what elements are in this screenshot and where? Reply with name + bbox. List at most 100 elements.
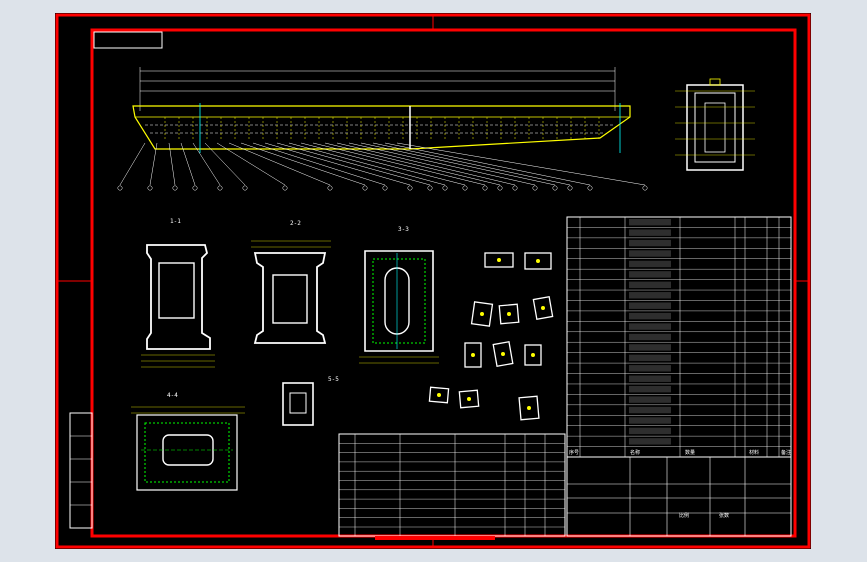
section-4-view: 4-4 xyxy=(131,392,245,491)
balloon xyxy=(117,185,123,191)
balloon xyxy=(362,185,368,191)
section-4-label: 4-4 xyxy=(167,392,178,399)
detail-part xyxy=(532,296,554,320)
leader-line xyxy=(300,142,466,186)
detail-part-mark xyxy=(541,306,545,310)
bom-cell-text xyxy=(629,344,671,351)
bom-header-cell: 备注 xyxy=(781,449,791,456)
detail-part xyxy=(518,395,540,421)
bom-cell-text xyxy=(629,281,671,289)
balloon xyxy=(512,185,518,191)
bom-cell-text xyxy=(629,219,671,226)
detail-part-mark xyxy=(536,259,540,263)
section-2-label: 2-2 xyxy=(290,220,301,227)
main-elevation-view xyxy=(117,67,648,191)
leader-line xyxy=(204,142,246,186)
detail-part-mark xyxy=(480,312,484,316)
bom-cell-text xyxy=(629,333,671,341)
balloon xyxy=(172,185,178,191)
balloon xyxy=(242,185,248,191)
drawing-svg: 1-1 2-2 3-3 4-4 xyxy=(55,13,811,549)
bom-header-cell: 材料 xyxy=(749,449,759,456)
detail-part xyxy=(524,252,552,270)
detail-part xyxy=(428,386,450,404)
balloon xyxy=(192,185,198,191)
detail-part xyxy=(464,342,482,368)
section-1-view: 1-1 xyxy=(141,218,215,368)
leader-line xyxy=(192,142,221,186)
left-strip-table xyxy=(69,412,93,529)
balloon xyxy=(427,185,433,191)
bom-cell-text xyxy=(629,375,671,382)
leader-line xyxy=(240,142,366,186)
title-block: 比例 张数 xyxy=(566,456,792,537)
bom-cell-text xyxy=(629,229,671,236)
balloon xyxy=(552,185,558,191)
bom-table: 序号名称数量材料备注 xyxy=(566,216,792,458)
leader-line xyxy=(336,142,516,186)
leader-line xyxy=(228,142,331,186)
leader-line xyxy=(288,142,446,186)
end-view xyxy=(675,78,755,171)
balloon xyxy=(327,185,333,191)
leader-line xyxy=(360,142,556,186)
drawing-code-box xyxy=(93,31,163,49)
bom-cell-text xyxy=(629,312,671,320)
balloon xyxy=(642,185,648,191)
detail-part-mark xyxy=(527,406,531,410)
bom-cell-text xyxy=(629,385,671,393)
balloon xyxy=(532,185,538,191)
bom-cell-text xyxy=(629,417,671,424)
balloon xyxy=(567,185,573,191)
section-5-label: 5-5 xyxy=(328,376,339,383)
leader-line xyxy=(384,142,591,186)
drawing-canvas[interactable]: 1-1 2-2 3-3 4-4 xyxy=(55,13,811,549)
leader-line xyxy=(119,142,146,186)
balloon xyxy=(497,185,503,191)
detail-part-mark xyxy=(467,397,471,401)
ratio-label: 比例 xyxy=(679,512,689,519)
detail-part-mark xyxy=(471,353,475,357)
bom-table-lower xyxy=(338,433,566,537)
leader-line xyxy=(276,142,431,186)
sheet-label: 张数 xyxy=(719,512,729,519)
leader-line xyxy=(396,142,646,186)
balloon xyxy=(462,185,468,191)
bom-cell-text xyxy=(629,302,671,309)
leader-line xyxy=(149,142,158,186)
section-3-label: 3-3 xyxy=(398,226,409,233)
leader-line xyxy=(216,142,286,186)
bom-header-cell: 数量 xyxy=(685,449,695,456)
bom-cell-text xyxy=(629,271,671,278)
detail-part-mark xyxy=(437,393,441,397)
leader-line xyxy=(252,142,386,186)
leader-line xyxy=(180,142,196,186)
detail-part-mark xyxy=(531,353,535,357)
detail-part xyxy=(458,389,480,409)
detail-part-mark xyxy=(501,352,505,356)
balloon xyxy=(587,185,593,191)
bom-cell-text xyxy=(629,250,671,257)
detail-part-mark xyxy=(497,258,501,262)
bom-cell-text xyxy=(629,427,671,435)
detail-part xyxy=(484,252,514,268)
detail-part xyxy=(498,303,520,325)
bom-cell-text xyxy=(629,239,671,247)
section-2-view: 2-2 xyxy=(251,220,331,344)
leader-line xyxy=(264,142,411,186)
detail-parts-group xyxy=(428,252,554,421)
balloon xyxy=(382,185,388,191)
detail-part-mark xyxy=(507,312,511,316)
leader-line xyxy=(348,142,536,186)
detail-part xyxy=(492,341,514,367)
bom-header-cell: 名称 xyxy=(630,449,640,456)
bom-cell-text xyxy=(629,260,671,268)
balloon xyxy=(147,185,153,191)
bom-cell-text xyxy=(629,365,671,372)
detail-part xyxy=(524,344,542,366)
balloon xyxy=(407,185,413,191)
bom-cell-text xyxy=(629,396,671,403)
balloon xyxy=(217,185,223,191)
balloon xyxy=(482,185,488,191)
